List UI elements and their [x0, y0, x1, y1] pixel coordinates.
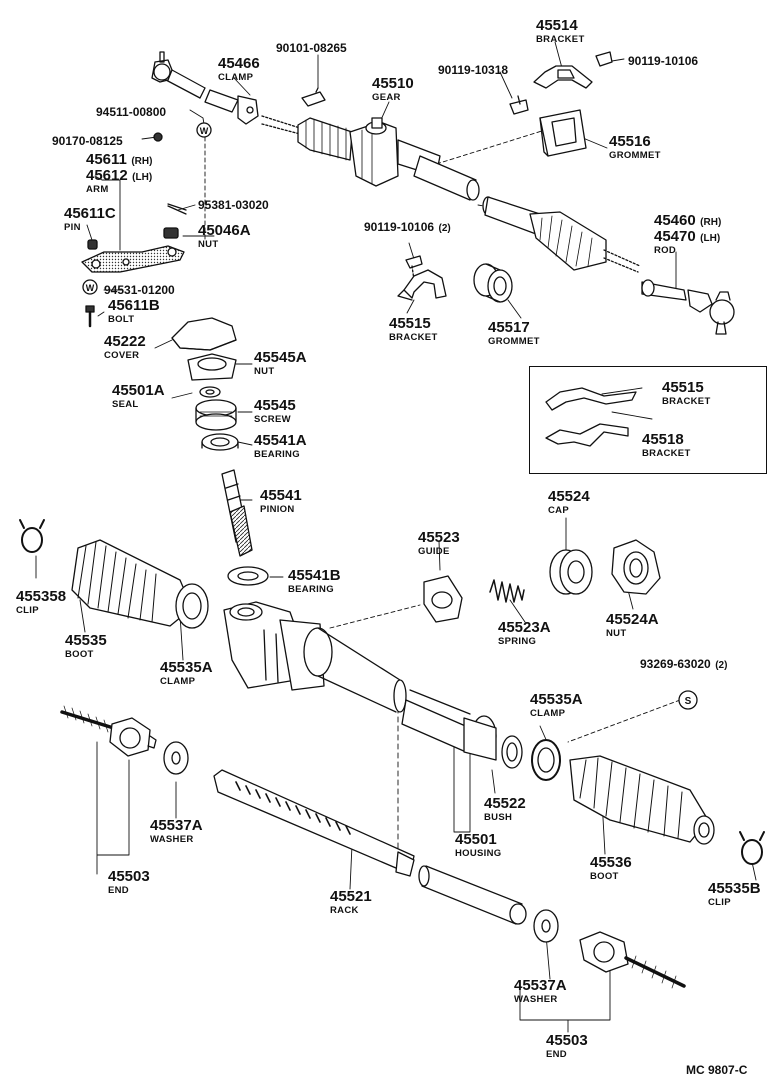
bolt-90101 — [301, 87, 326, 107]
clip-455358 — [19, 519, 45, 553]
washer-94511: W — [196, 122, 212, 138]
leader-lines — [35, 41, 757, 1033]
nut-45545a — [187, 353, 237, 381]
nut-90170 — [153, 132, 163, 142]
bearing-45541b — [227, 566, 269, 586]
washer-94531: W — [82, 279, 98, 295]
rack-45521 — [213, 769, 527, 925]
label-95381: 95381-03020 — [198, 198, 269, 212]
seal-45501a — [199, 386, 221, 398]
svg-text:W: W — [86, 283, 95, 293]
boot-45535 — [71, 539, 209, 629]
grommet-45517 — [473, 263, 513, 303]
inset-bracket-45518 — [545, 423, 629, 447]
label-90170: 90170-08125 — [52, 134, 123, 148]
pin-45611c — [87, 239, 98, 250]
nut-45524a — [611, 539, 661, 595]
end-45503-right — [579, 931, 686, 989]
label-90119-10106-2: 90119-10106 (2) — [364, 220, 451, 234]
screw-45545 — [195, 399, 237, 431]
bush-45522 — [501, 735, 523, 769]
label-45460: 45460 (RH) — [654, 212, 722, 229]
label-94511: 94511-00800 — [96, 105, 167, 119]
inset-frame — [529, 366, 767, 474]
grommet-45516 — [539, 109, 587, 157]
gear-housing-45510 — [297, 117, 480, 201]
label-90119-10318: 90119-10318 — [438, 63, 509, 77]
nut-45046a — [163, 227, 179, 239]
inset-bracket-45515 — [545, 387, 637, 411]
washer-45537a-right — [533, 909, 559, 943]
arm-45611 — [81, 245, 185, 273]
cotter-95381 — [167, 203, 187, 215]
bolt-45611b — [85, 305, 95, 328]
cover-45222 — [171, 317, 237, 351]
label-45470: 45470 (LH)ROD — [654, 228, 721, 256]
figure-code: MC 9807-C — [686, 1063, 748, 1077]
bracket-45514 — [509, 51, 613, 115]
svg-text:S: S — [685, 696, 692, 707]
label-94531: 94531-01200 — [104, 283, 175, 297]
spring-45523a — [489, 579, 525, 603]
boot-45536 — [569, 755, 715, 845]
end-45503-left — [60, 705, 157, 757]
svg-text:W: W — [200, 126, 209, 136]
cap-45524 — [549, 549, 593, 595]
bearing-45541a — [201, 433, 239, 451]
clip-45535b — [739, 831, 765, 865]
nut-93269: S — [678, 690, 698, 710]
label-90101: 90101-08265 — [276, 41, 347, 55]
label-90119-10106: 90119-10106 — [628, 54, 699, 68]
main-housing-45501 — [223, 601, 497, 761]
tie-rod-left-top — [151, 51, 301, 135]
rod-45460 — [482, 196, 735, 335]
label-93269: 93269-63020 (2) — [640, 657, 728, 671]
label-45611: 45611 (RH) — [86, 151, 153, 168]
bracket-45515-top — [397, 269, 447, 301]
clamp-45535a-right — [531, 739, 561, 781]
washer-45537a-left — [163, 741, 189, 775]
guide-45523 — [423, 575, 463, 623]
pinion-45541 — [221, 469, 253, 557]
label-45612: 45612 (LH)ARM — [86, 167, 153, 195]
